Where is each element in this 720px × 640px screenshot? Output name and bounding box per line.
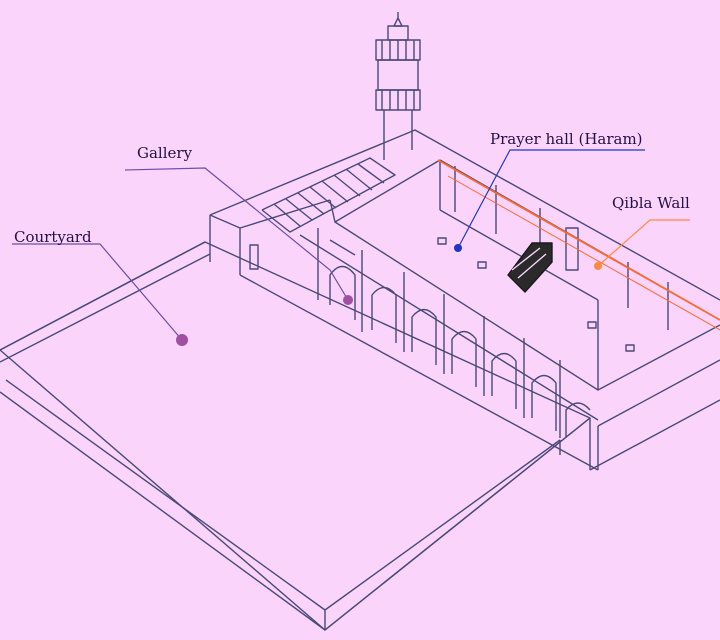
gallery-leader: [124, 167, 349, 301]
minbar: [507, 242, 553, 293]
arcade: [239, 228, 599, 471]
courtyard-leader: [12, 243, 183, 341]
prayer-hall-marker: [454, 244, 462, 252]
gallery-marker: [343, 295, 353, 305]
courtyard-enclosure: [0, 241, 720, 631]
courtyard-marker: [176, 334, 188, 346]
gallery-label: Gallery: [137, 144, 193, 162]
prayer-hall-leader: [457, 149, 645, 249]
qibla-wall-label: Qibla Wall: [612, 194, 690, 212]
courtyard-label: Courtyard: [14, 228, 92, 246]
qibla-wall-marker: [594, 262, 602, 270]
minaret: [375, 12, 421, 160]
gallery-roof: [261, 157, 396, 233]
qibla-wall-line-inner: [447, 175, 720, 331]
qibla-wall-leader: [597, 219, 690, 267]
qibla-wall-line: [437, 159, 720, 321]
prayer-hall-label: Prayer hall (Haram): [490, 130, 643, 148]
